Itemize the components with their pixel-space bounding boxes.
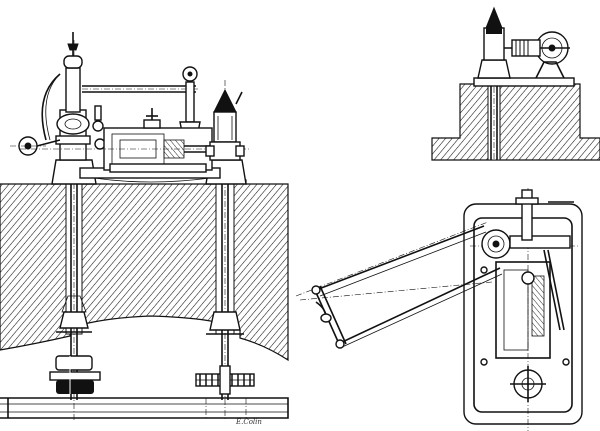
left-vertical-shaft — [56, 40, 92, 420]
right-bevel-gear — [195, 365, 255, 395]
machine-bedplate — [51, 159, 247, 185]
swing-arm-linkage — [295, 221, 503, 349]
bottom-horizontal-shaft — [0, 397, 289, 419]
right-vertical-shaft — [206, 80, 244, 420]
engraver-signature: E.Colin — [236, 418, 262, 426]
upper-connecting-rod — [82, 66, 201, 133]
left-pulley — [49, 355, 101, 394]
plan-view — [463, 188, 583, 431]
left-column — [41, 32, 91, 161]
right-spindle-housing — [205, 88, 245, 161]
side-elevation — [431, 6, 600, 161]
masonry-foundation — [0, 179, 289, 362]
pressure-gauge-icon — [10, 136, 61, 156]
side-masonry — [431, 83, 600, 161]
front-elevation — [0, 32, 289, 420]
valve-icon — [92, 105, 106, 150]
steam-cylinder — [20, 108, 250, 173]
